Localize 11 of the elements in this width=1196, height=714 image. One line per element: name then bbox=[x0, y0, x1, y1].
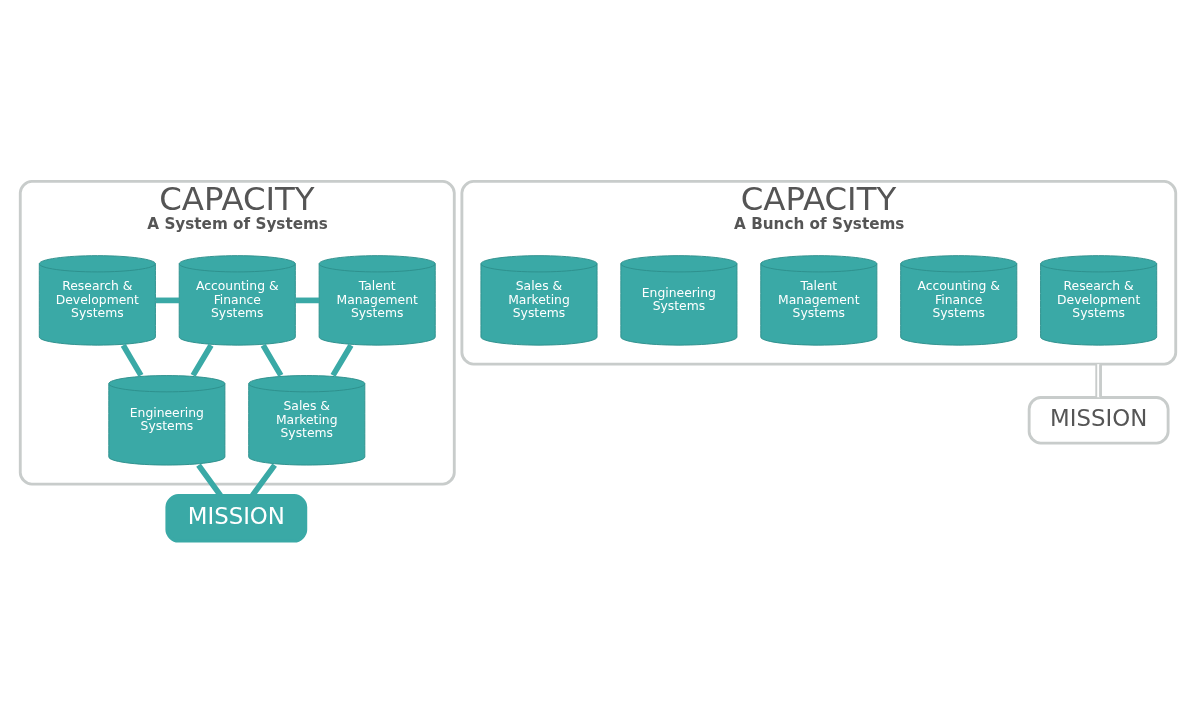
connector bbox=[330, 343, 354, 377]
connector bbox=[250, 462, 277, 497]
node-box: MISSION bbox=[1027, 395, 1170, 445]
connector bbox=[295, 297, 320, 303]
connector bbox=[1095, 363, 1102, 397]
connector bbox=[120, 343, 144, 377]
connector bbox=[260, 343, 284, 377]
connector bbox=[196, 462, 223, 497]
connector bbox=[190, 343, 214, 377]
connector bbox=[155, 297, 180, 303]
node-box: MISSION bbox=[165, 493, 308, 543]
